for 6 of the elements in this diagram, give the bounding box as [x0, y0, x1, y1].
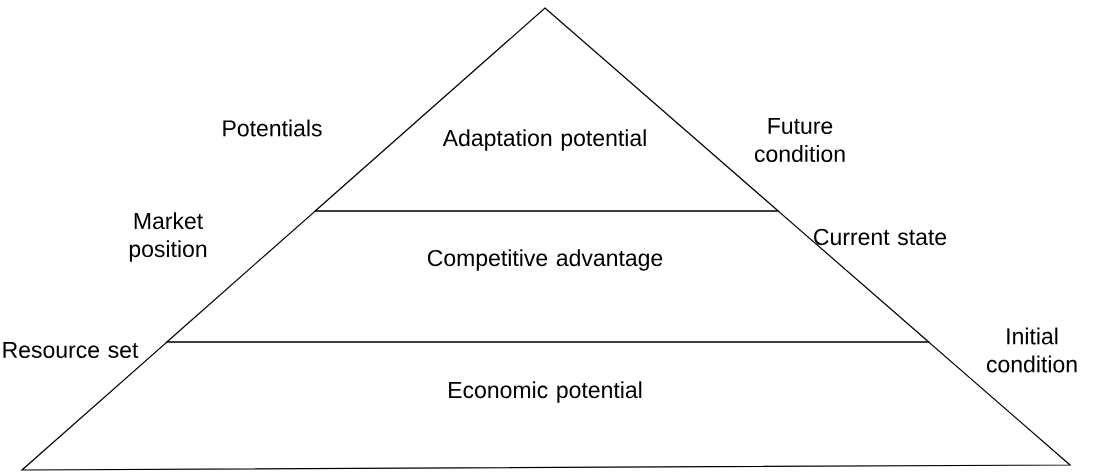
side-label: Potentials: [223, 119, 322, 137]
side-label: Resource set: [3, 341, 139, 358]
side-label: Market position: [129, 212, 207, 262]
side-label: Initial condition: [986, 327, 1077, 373]
side-label: Current state: [814, 228, 947, 246]
side-label: Future condition: [754, 117, 845, 162]
